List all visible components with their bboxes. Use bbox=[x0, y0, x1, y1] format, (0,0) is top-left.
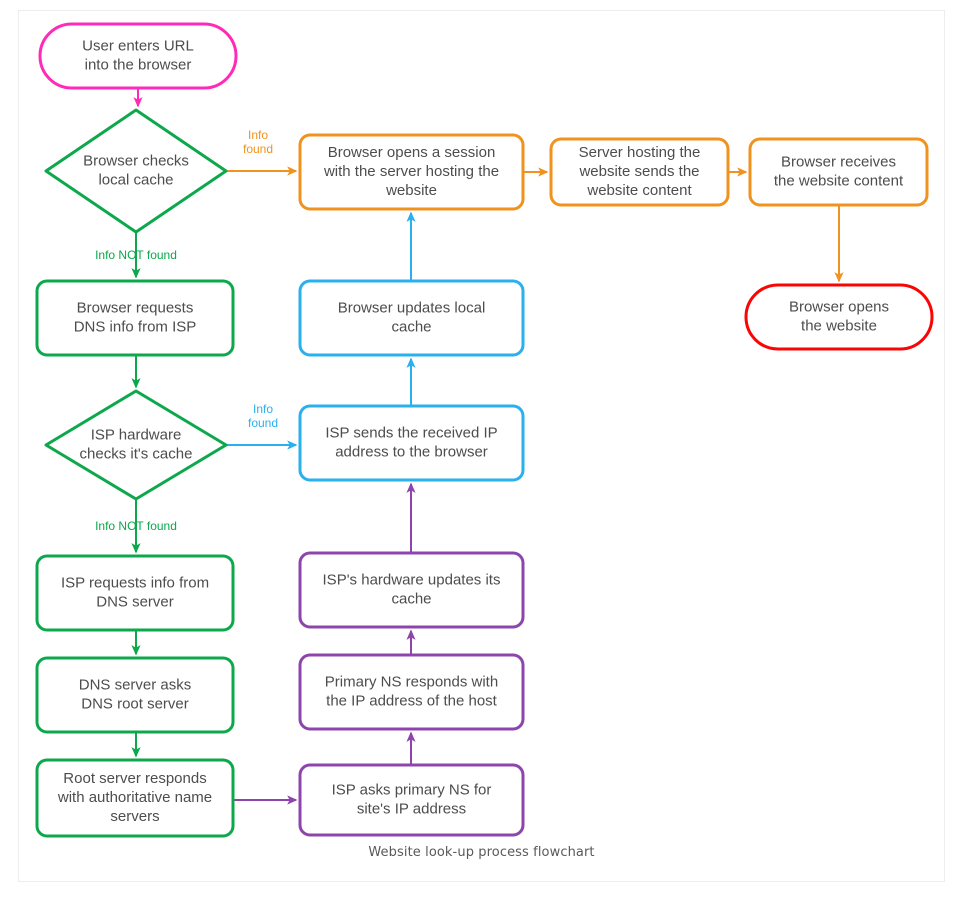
node-shape-rounded-rect[interactable] bbox=[298, 763, 525, 837]
edge-isp-notfound-to-isp-requests: Info NOT found bbox=[95, 499, 177, 554]
edge-label: Info NOT found bbox=[95, 248, 177, 262]
edge-cache-notfound-to-dns-request: Info NOT found bbox=[95, 232, 177, 279]
node-shape-rounded-rect[interactable] bbox=[748, 137, 929, 207]
node-shape-diamond[interactable] bbox=[44, 108, 228, 234]
node-shape-rounded-rect[interactable] bbox=[35, 758, 235, 838]
node-shape-rounded-rect[interactable] bbox=[549, 137, 730, 207]
node-shape-rounded-rect[interactable] bbox=[35, 279, 235, 357]
node-shape-rounded-rect[interactable] bbox=[298, 404, 525, 482]
node-shape-stadium[interactable] bbox=[744, 283, 934, 351]
node-shape-rounded-rect[interactable] bbox=[35, 554, 235, 632]
node-shape-rounded-rect[interactable] bbox=[298, 133, 525, 211]
flowchart-caption: Website look-up process flowchart bbox=[368, 845, 595, 860]
node-shape-stadium[interactable] bbox=[38, 22, 238, 90]
node-shape-rounded-rect[interactable] bbox=[298, 551, 525, 629]
node-shape-rounded-rect[interactable] bbox=[35, 656, 235, 734]
node-shape-rounded-rect[interactable] bbox=[298, 653, 525, 731]
node-shape-diamond[interactable] bbox=[44, 389, 228, 501]
node-shape-rounded-rect[interactable] bbox=[298, 279, 525, 357]
edge-label: Info NOT found bbox=[95, 519, 177, 533]
